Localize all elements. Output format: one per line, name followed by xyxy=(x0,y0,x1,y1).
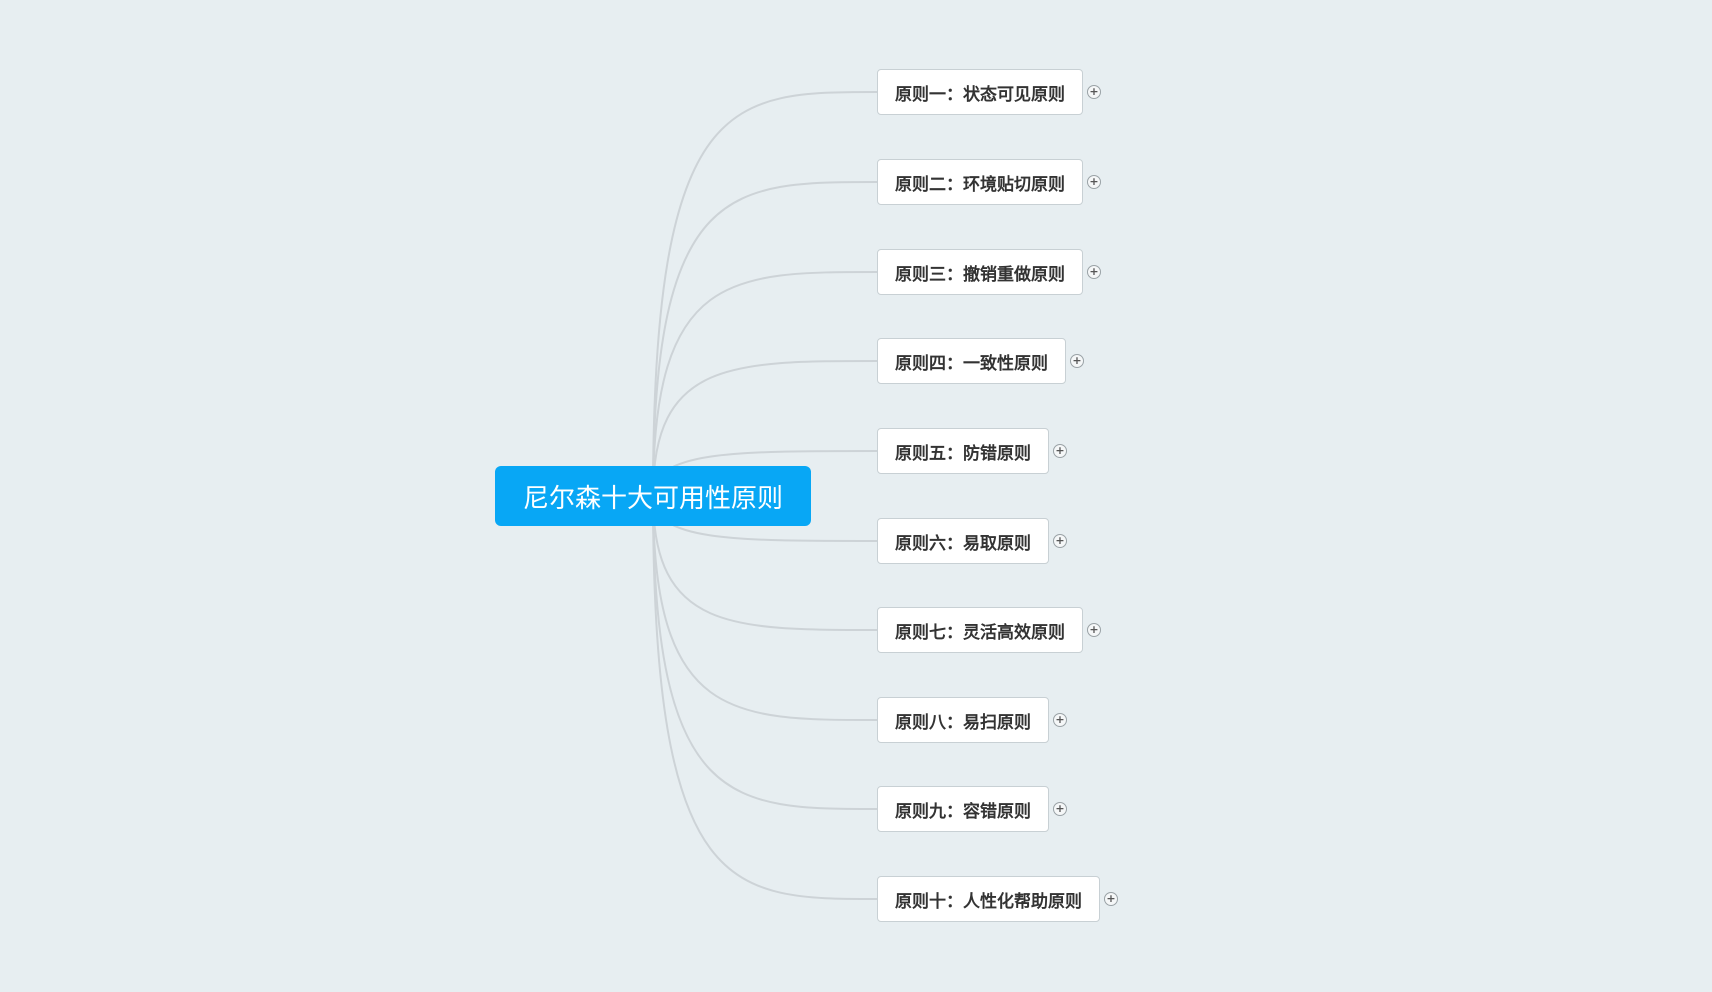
branch-topic[interactable]: 原则二：环境贴切原则 + xyxy=(877,159,1101,205)
connector-line xyxy=(652,495,878,900)
connector-line xyxy=(652,495,878,810)
expand-plus-icon[interactable]: + xyxy=(1087,175,1101,189)
branch-topic[interactable]: 原则七：灵活高效原则 + xyxy=(877,607,1101,653)
expand-plus-icon[interactable]: + xyxy=(1104,892,1118,906)
branch-label[interactable]: 原则七：灵活高效原则 xyxy=(877,607,1083,653)
branch-label[interactable]: 原则五：防错原则 xyxy=(877,428,1049,474)
branch-topic[interactable]: 原则十：人性化帮助原则 + xyxy=(877,876,1118,922)
connector-line xyxy=(652,360,878,497)
branch-topic[interactable]: 原则一：状态可见原则 + xyxy=(877,69,1101,115)
branch-label[interactable]: 原则二：环境贴切原则 xyxy=(877,159,1083,205)
branch-label[interactable]: 原则一：状态可见原则 xyxy=(877,69,1083,115)
expand-plus-icon[interactable]: + xyxy=(1053,713,1067,727)
branch-label[interactable]: 原则九：容错原则 xyxy=(877,786,1049,832)
expand-plus-icon[interactable]: + xyxy=(1070,354,1084,368)
branch-topic[interactable]: 原则九：容错原则 + xyxy=(877,786,1067,832)
branch-label[interactable]: 原则六：易取原则 xyxy=(877,518,1049,564)
branch-label[interactable]: 原则八：易扫原则 xyxy=(877,697,1049,743)
expand-plus-icon[interactable]: + xyxy=(1053,534,1067,548)
root-topic[interactable]: 尼尔森十大可用性原则 xyxy=(495,466,811,526)
connector-line xyxy=(652,495,878,631)
connector-line xyxy=(652,271,878,497)
expand-plus-icon[interactable]: + xyxy=(1087,85,1101,99)
branch-topic[interactable]: 原则八：易扫原则 + xyxy=(877,697,1067,743)
connector-line xyxy=(652,495,878,721)
branch-topic[interactable]: 原则六：易取原则 + xyxy=(877,518,1067,564)
branch-topic[interactable]: 原则四：一致性原则 + xyxy=(877,338,1084,384)
branch-topic[interactable]: 原则五：防错原则 + xyxy=(877,428,1067,474)
expand-plus-icon[interactable]: + xyxy=(1053,444,1067,458)
expand-plus-icon[interactable]: + xyxy=(1053,802,1067,816)
expand-plus-icon[interactable]: + xyxy=(1087,623,1101,637)
branch-topic[interactable]: 原则三：撤销重做原则 + xyxy=(877,249,1101,295)
branch-label[interactable]: 原则三：撤销重做原则 xyxy=(877,249,1083,295)
expand-plus-icon[interactable]: + xyxy=(1087,265,1101,279)
branch-label[interactable]: 原则十：人性化帮助原则 xyxy=(877,876,1100,922)
branch-label[interactable]: 原则四：一致性原则 xyxy=(877,338,1066,384)
connector-line xyxy=(652,181,878,497)
connector-line xyxy=(652,91,878,497)
